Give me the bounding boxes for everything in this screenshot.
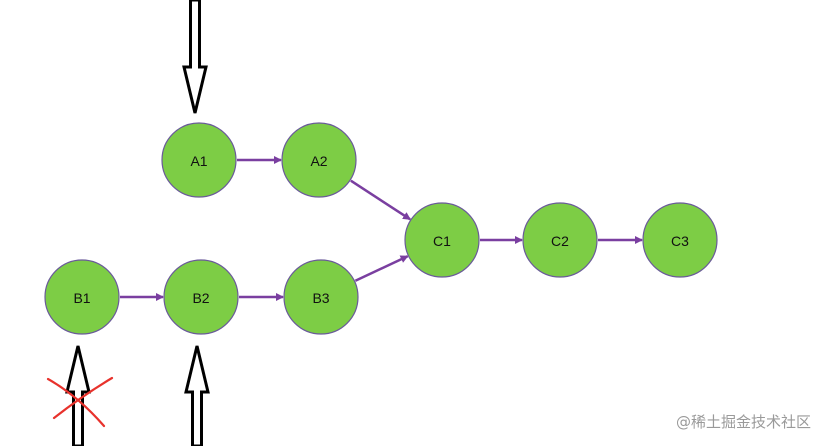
commit-circle bbox=[281, 122, 357, 198]
pointer-arrow-a1 bbox=[182, 0, 208, 114]
commit-circle bbox=[163, 259, 239, 335]
watermark-text: @稀土掘金技术社区 bbox=[675, 413, 811, 431]
commit-circle bbox=[161, 122, 237, 198]
commit-circle bbox=[642, 202, 718, 278]
pointer-arrow-b1 bbox=[65, 345, 91, 446]
commit-label: C3 bbox=[671, 233, 689, 249]
commit-node-a2: A2 bbox=[281, 122, 357, 198]
commit-label: B1 bbox=[73, 290, 90, 306]
cross-mark-icon bbox=[46, 376, 114, 428]
commit-label: C1 bbox=[433, 233, 451, 249]
commit-circle bbox=[522, 202, 598, 278]
commit-node-b1: B1 bbox=[44, 259, 120, 335]
commit-label: B2 bbox=[192, 290, 209, 306]
commit-node-c2: C2 bbox=[522, 202, 598, 278]
commit-node-c3: C3 bbox=[642, 202, 718, 278]
pointer-arrow-b2 bbox=[184, 345, 210, 446]
commit-node-b2: B2 bbox=[163, 259, 239, 335]
commit-label: B3 bbox=[312, 290, 329, 306]
commit-circle bbox=[404, 202, 480, 278]
commit-node-a1: A1 bbox=[161, 122, 237, 198]
edge-a2-to-c1 bbox=[350, 179, 411, 221]
commit-label: A1 bbox=[190, 153, 207, 169]
commit-node-c1: C1 bbox=[404, 202, 480, 278]
commit-node-b3: B3 bbox=[283, 259, 359, 335]
commit-circle bbox=[283, 259, 359, 335]
commit-label: A2 bbox=[310, 153, 327, 169]
commit-label: C2 bbox=[551, 233, 569, 249]
edge-b3-to-c1 bbox=[354, 255, 409, 282]
commit-circle bbox=[44, 259, 120, 335]
